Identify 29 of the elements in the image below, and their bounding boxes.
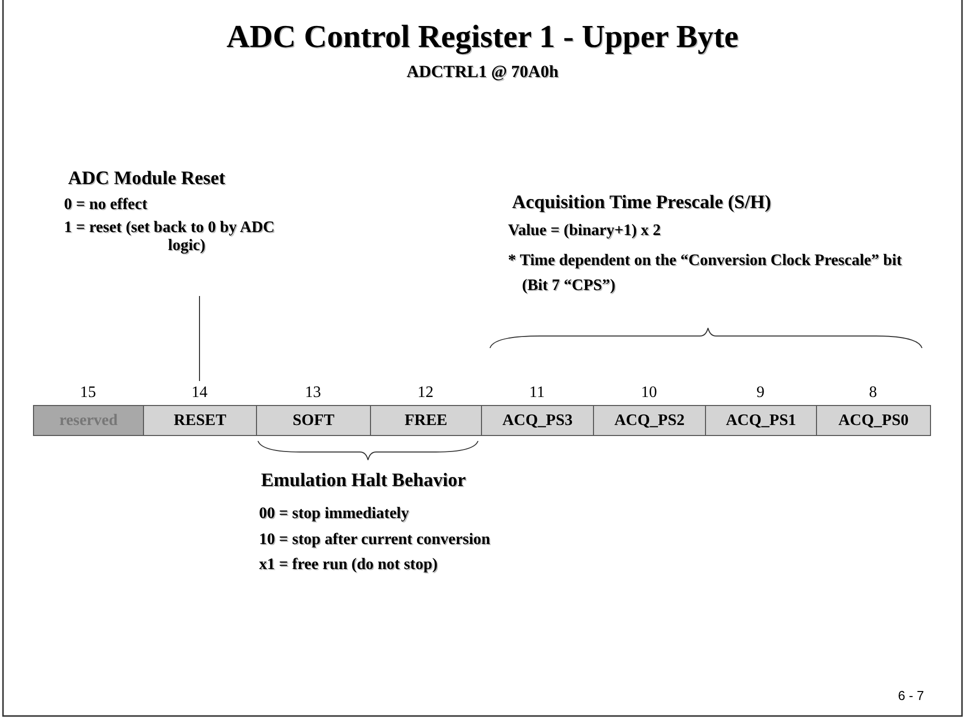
description: x1 = free run (do not stop) xyxy=(259,556,438,574)
register-bit-field: SOFT xyxy=(256,405,371,436)
register-bit-field: FREE xyxy=(370,405,482,436)
description: 10 = stop after current conversion xyxy=(259,531,490,549)
bit-number: 10 xyxy=(640,384,658,402)
bit-number: 13 xyxy=(304,384,322,402)
description: 1 = reset (set back to 0 by ADC logic) xyxy=(64,219,276,255)
description: Value = (binary+1) x 2 xyxy=(508,222,661,240)
bit-number: 11 xyxy=(528,384,546,402)
bit-number: 15 xyxy=(79,384,97,402)
description: 00 = stop immediately xyxy=(259,505,409,523)
bit-number: 8 xyxy=(868,384,878,402)
heading: Acquisition Time Prescale (S/H) xyxy=(512,192,772,214)
register-bit-field: ACQ_PS3 xyxy=(481,405,594,436)
page-number: 6 - 7 xyxy=(898,688,924,703)
title: ADC Control Register 1 - Upper Byte xyxy=(226,18,740,55)
register-bit-field: RESET xyxy=(143,405,257,436)
heading: ADC Module Reset xyxy=(68,168,226,190)
subtitle: ADCTRL1 @ 70A0h xyxy=(406,62,560,82)
register-bit-field: ACQ_PS2 xyxy=(593,405,706,436)
bit-number: 14 xyxy=(190,384,208,402)
leader-line xyxy=(199,296,200,382)
heading: Emulation Halt Behavior xyxy=(261,470,466,492)
register-bit-field: ACQ_PS1 xyxy=(705,405,817,436)
register-bit-field: ACQ_PS0 xyxy=(816,405,931,436)
description: 0 = no effect xyxy=(64,196,148,214)
note: * Time dependent on the “Conversion Clock Prescale” bit (Bit 7 “CPS”) xyxy=(508,251,903,296)
bit-number: 9 xyxy=(756,384,766,402)
bit-number: 12 xyxy=(416,384,434,402)
